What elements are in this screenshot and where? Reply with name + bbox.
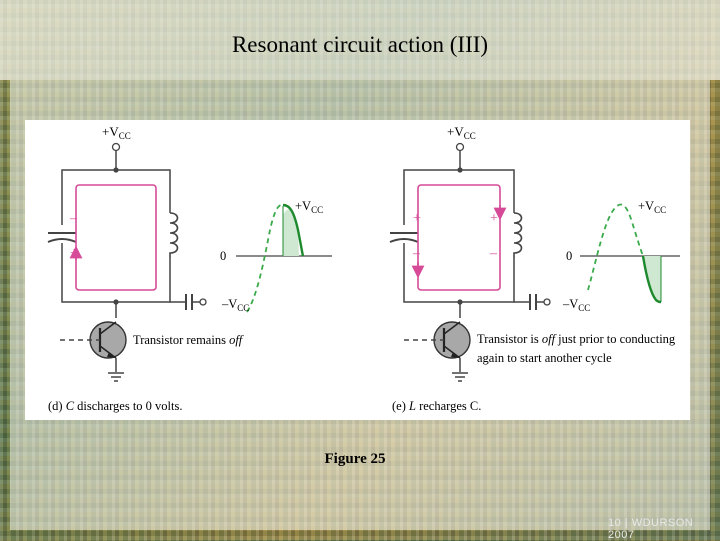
tank-wire-d <box>61 169 171 225</box>
transistor-note-d: Transistor remains off <box>133 333 244 347</box>
cap-top-sign-e: + <box>413 211 421 226</box>
tank-capacitor-e <box>389 232 419 243</box>
current-loop-d <box>75 184 157 291</box>
tank-wire-e <box>403 169 515 225</box>
panel-caption-e: (e) L recharges C. <box>392 399 481 413</box>
current-loop-e <box>417 184 501 291</box>
wave-zero-label-d: 0 <box>220 249 226 263</box>
transistor-note-e-line2: again to start another cycle <box>477 351 612 365</box>
title-band <box>0 0 720 80</box>
cap-top-sign-d: – <box>69 211 78 226</box>
slide-title: Resonant circuit action (III) <box>231 32 489 57</box>
wave-peak-label-d: +VCC <box>295 199 323 215</box>
panel-caption-d: (d) C discharges to 0 volts. <box>48 399 183 413</box>
output-terminal-d <box>199 298 207 306</box>
ind-top-sign-e: + <box>490 211 498 226</box>
waveform-e <box>580 203 680 304</box>
circuit-e: +VCC + – + – <box>389 124 680 413</box>
transistor-e <box>433 321 471 359</box>
circuit-d: +VCC – + <box>47 124 332 413</box>
output-terminal-e <box>543 298 551 306</box>
tank-capacitor-d <box>47 232 77 243</box>
ground-icon-d <box>108 372 124 382</box>
cap-bottom-sign-e: – <box>412 246 421 261</box>
wave-min-label-d: –VCC <box>221 297 249 313</box>
footer-watermark: 10 | WDURSON 2007 <box>608 517 694 541</box>
tank-inductor-e <box>513 212 523 258</box>
wave-min-label-e: –VCC <box>562 297 590 313</box>
wave-peak-label-e: +VCC <box>638 199 666 215</box>
figure-caption: Figure 25 <box>324 451 386 467</box>
supply-label-e: +VCC <box>447 124 476 141</box>
supply-label-d: +VCC <box>102 124 131 141</box>
supply-terminal-e <box>455 142 465 152</box>
transistor-d <box>89 321 127 359</box>
waveform-d <box>236 203 332 313</box>
ground-icon-e <box>452 372 468 382</box>
transistor-note-e-line1: Transistor is off just prior to conducti… <box>477 332 676 346</box>
wave-zero-label-e: 0 <box>566 249 572 263</box>
tank-inductor-d <box>169 212 179 258</box>
ind-bottom-sign-e: – <box>489 246 498 261</box>
supply-terminal-d <box>111 142 121 152</box>
